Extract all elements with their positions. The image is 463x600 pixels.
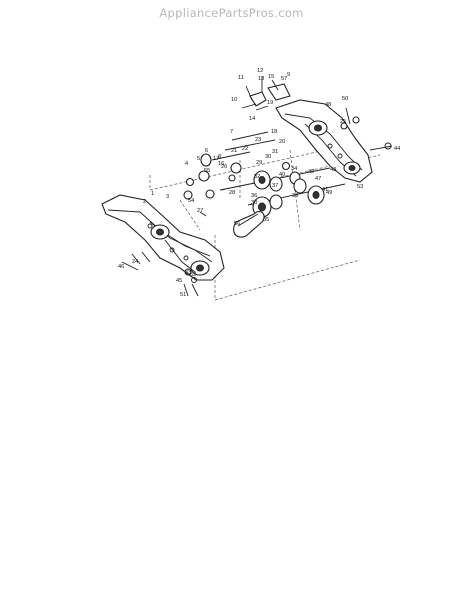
callout: 50 — [342, 96, 348, 102]
callout: 32 — [254, 174, 260, 180]
callout: 38 — [251, 200, 257, 206]
callout: 25 — [340, 119, 346, 125]
callout: 43 — [330, 167, 336, 173]
callout: 3 — [166, 194, 169, 200]
callout: 1 — [151, 191, 154, 197]
callout: 11 — [238, 75, 244, 81]
callout: 28 — [229, 190, 235, 196]
right-housing-assembly — [275, 99, 373, 183]
callout: 19 — [267, 100, 273, 106]
callout: 40 — [279, 172, 285, 178]
callout: 34 — [291, 166, 297, 172]
watermark-text: AppliancePartsPros.com — [159, 6, 304, 20]
callout: 7 — [230, 129, 233, 135]
callout: 29 — [256, 160, 262, 166]
callout: 31 — [272, 149, 278, 155]
callout: 22 — [242, 146, 248, 152]
callout: 53 — [357, 184, 363, 190]
callout: 51 — [180, 292, 186, 298]
callout: 13 — [258, 76, 264, 82]
callout: 45 — [176, 278, 182, 284]
callout: 33 — [185, 270, 191, 276]
callout: 42 — [308, 169, 314, 175]
callout: 35 — [263, 217, 269, 223]
callout: 57 — [281, 76, 287, 82]
callout: 49 — [326, 190, 332, 196]
callout: 10 — [231, 97, 237, 103]
lower-hardware — [121, 107, 393, 297]
callout: 20 — [279, 139, 285, 145]
callout: 12 — [257, 68, 263, 74]
callout: 55 — [204, 168, 210, 174]
callout: 37 — [272, 183, 278, 189]
callout: 5 — [197, 156, 200, 162]
callout: 18 — [271, 129, 277, 135]
callout: 2 — [143, 199, 146, 205]
callout: 23 — [255, 137, 261, 143]
callout: 56 — [234, 221, 240, 227]
callout: 46 — [118, 264, 124, 270]
callout: 15 — [268, 74, 274, 80]
drive-belt — [233, 211, 265, 238]
callout: 30 — [265, 154, 271, 160]
callout: 4 — [185, 161, 188, 167]
callout: 26 — [221, 164, 227, 170]
callout: 44 — [394, 146, 400, 152]
callout: 27 — [197, 208, 203, 214]
callout: 8 — [218, 154, 221, 160]
callout: 39 — [292, 193, 298, 199]
callout: 21 — [231, 148, 237, 154]
callout: 47 — [315, 176, 321, 182]
callout: 24 — [132, 259, 138, 265]
gears-and-pulleys — [183, 116, 360, 218]
callout: 9 — [287, 72, 290, 78]
callout: 41 — [322, 187, 328, 193]
left-housing-assembly — [101, 194, 225, 281]
callout: 52 — [190, 272, 196, 278]
top-bracket-parts — [241, 76, 291, 111]
callout: 14 — [249, 116, 255, 122]
callout: 36 — [251, 193, 257, 199]
callout-labels: 1 2 3 4 5 6 7 8 9 10 11 12 13 14 15 16 1… — [118, 68, 400, 298]
callout: 6 — [205, 148, 208, 154]
callout: 54 — [188, 198, 194, 204]
callout: 16 — [218, 161, 224, 167]
callout: 17 — [213, 156, 219, 162]
callout: 48 — [325, 102, 331, 108]
